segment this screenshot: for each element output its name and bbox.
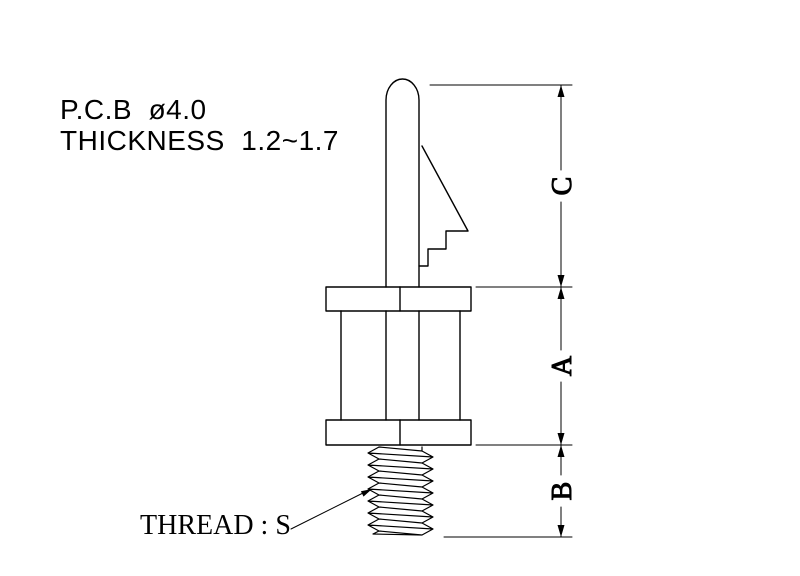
dimension-label-a: A [547, 355, 578, 376]
pcb-note-line1: P.C.B ø4.0 [60, 94, 207, 125]
dimension-label-b: B [547, 482, 578, 501]
latch-barb-icon [418, 145, 469, 267]
leader-arrow-icon [360, 489, 372, 497]
snap-pin [385, 78, 420, 288]
dimensions: C A B [429, 84, 578, 538]
dim-arrow-down-icon [557, 275, 565, 287]
annotations: P.C.B ø4.0 THICKNESS 1.2~1.7 THREAD : S [60, 94, 372, 541]
dim-arrow-down-icon [557, 525, 565, 537]
spacer-part [325, 78, 472, 536]
dimension-label-c: C [547, 177, 578, 196]
thread-leader-line [290, 492, 364, 530]
top-flange [325, 286, 472, 312]
pcb-note-line2: THICKNESS 1.2~1.7 [60, 125, 339, 156]
bottom-flange [325, 419, 472, 446]
dim-arrow-up-icon [557, 287, 565, 299]
thread-note-label: THREAD : S [140, 510, 291, 541]
thread-profile [367, 446, 434, 536]
dim-arrow-up-icon [557, 85, 565, 97]
dim-arrow-down-icon [557, 433, 565, 445]
dim-arrow-up-icon [557, 445, 565, 457]
